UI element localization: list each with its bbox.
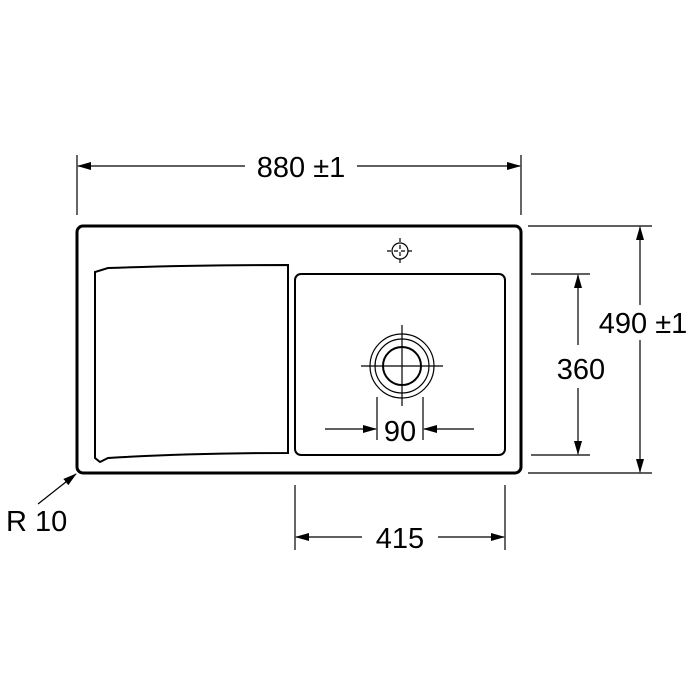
sink-outline xyxy=(75,224,523,475)
bowl-width-dimension xyxy=(294,485,506,550)
corner-radius-label: R 10 xyxy=(6,506,67,538)
drain-diameter-label: 90 xyxy=(384,416,416,448)
overall-width-dimension xyxy=(76,155,522,215)
bowl-depth-dimension xyxy=(531,273,590,456)
corner-radius-leader xyxy=(37,473,77,505)
overall-depth-dimension xyxy=(528,225,652,474)
bowl-depth-label: 360 xyxy=(557,354,605,386)
drain-icon xyxy=(361,325,443,406)
draining-board xyxy=(94,263,289,464)
overall-depth-label: 490 ±1 xyxy=(599,308,688,340)
tap-hole-icon xyxy=(387,238,413,264)
bowl-width-label: 415 xyxy=(376,523,424,555)
overall-width-label: 880 ±1 xyxy=(257,152,346,184)
sink-bowl xyxy=(294,273,506,456)
drain-diameter-dimension xyxy=(325,397,474,440)
